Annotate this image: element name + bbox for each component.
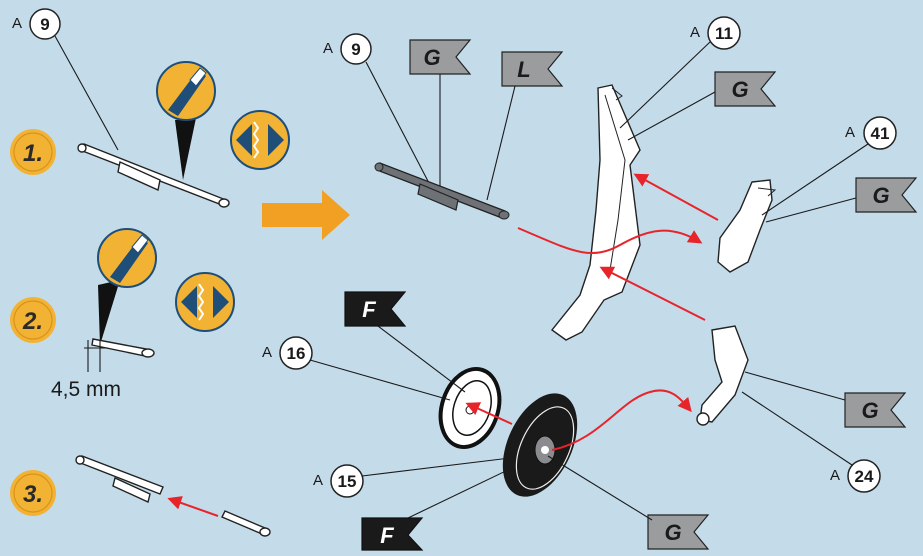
flag-letter: G	[861, 398, 878, 423]
callout-a16: A 16	[262, 337, 450, 400]
callout-a9-left: A 9	[12, 9, 118, 150]
part-number: 9	[351, 40, 360, 59]
part-number: 41	[871, 124, 890, 143]
flag-f2: F	[362, 468, 512, 550]
callout-prefix: A	[323, 40, 333, 57]
flag-l1: L	[487, 52, 562, 200]
sand-file-icon	[231, 111, 289, 169]
step-1-badge: 1.	[10, 129, 56, 175]
flag-g4: G	[745, 372, 905, 427]
flag-letter: G	[872, 183, 889, 208]
part-number: 24	[855, 467, 874, 486]
flag-letter: G	[731, 77, 748, 102]
callout-prefix: A	[313, 472, 323, 489]
step-number: 1.	[23, 140, 43, 167]
callout-a15: A 15	[313, 458, 510, 497]
hobby-knife-icon	[157, 62, 215, 180]
part-tip-step2	[84, 339, 154, 372]
part-number: 9	[40, 15, 49, 34]
part-9-step3	[76, 456, 270, 536]
flag-letter: L	[517, 57, 530, 82]
flag-f1: F	[345, 292, 465, 392]
part-9-step1	[78, 144, 229, 207]
assembly-arrow	[636, 175, 718, 220]
measurement-label: 4,5 mm	[51, 378, 121, 401]
sand-file-icon	[176, 273, 234, 331]
landing-gear-leg	[552, 85, 640, 340]
flag-g3: G	[766, 178, 916, 222]
part-number: 16	[287, 344, 306, 363]
flag-letter: F	[380, 523, 394, 548]
callout-prefix: A	[690, 24, 700, 41]
step-number: 3.	[23, 481, 43, 508]
hobby-knife-icon	[98, 229, 156, 345]
flag-g2: G	[628, 72, 775, 140]
callout-prefix: A	[12, 15, 22, 32]
part-24	[697, 326, 748, 425]
flag-g5: G	[548, 456, 708, 549]
part-15-tire	[488, 382, 592, 509]
callout-prefix: A	[262, 344, 272, 361]
arrow-icon	[262, 190, 350, 240]
part-41	[718, 180, 775, 272]
step-3-badge: 3.	[10, 470, 56, 516]
flag-letter: G	[664, 520, 681, 545]
flag-letter: G	[423, 45, 440, 70]
callout-prefix: A	[830, 467, 840, 484]
flag-letter: F	[362, 297, 376, 322]
insert-arrow	[170, 499, 218, 516]
step-number: 2.	[22, 308, 43, 335]
part-number: 15	[338, 472, 357, 491]
part-number: 11	[715, 24, 733, 43]
callout-prefix: A	[845, 124, 855, 141]
step-2-badge: 2.	[10, 297, 56, 343]
